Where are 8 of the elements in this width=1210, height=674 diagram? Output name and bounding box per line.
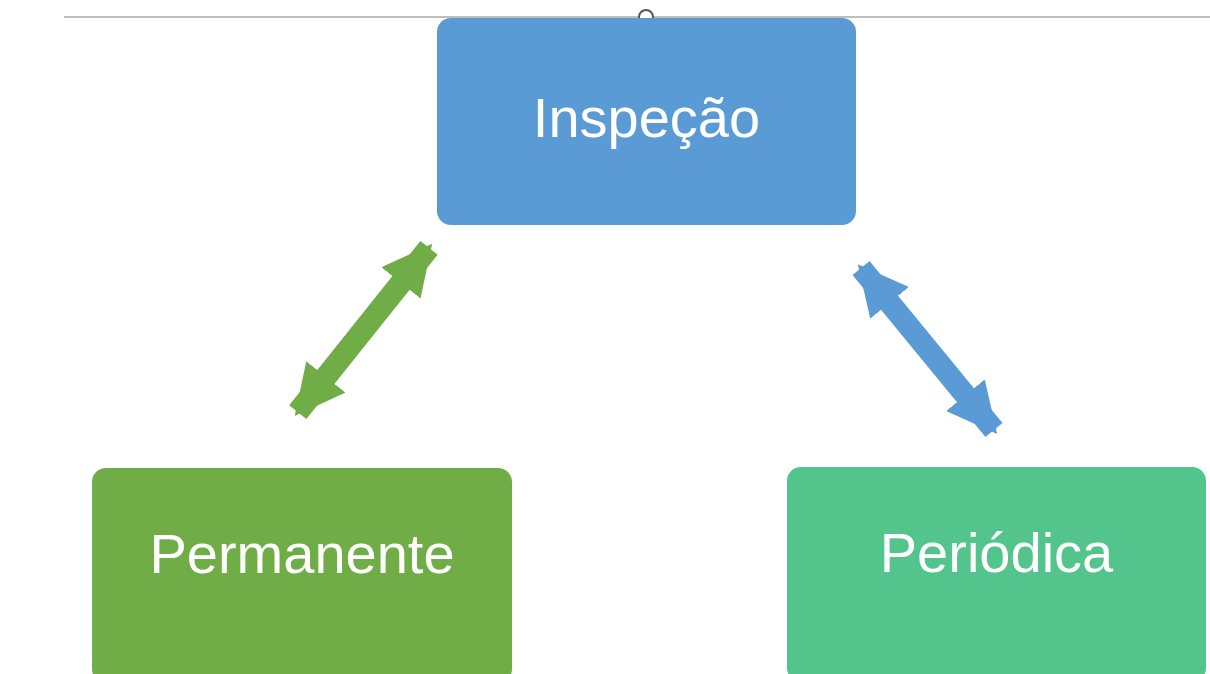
box-label: Permanente <box>149 521 455 586</box>
double-arrow <box>289 240 438 419</box>
process-box <box>92 468 512 674</box>
process-box <box>437 18 856 225</box>
box-label: Inspeção <box>532 85 761 150</box>
box-label: Periódica <box>879 520 1114 585</box>
double-arrow <box>852 261 1003 437</box>
process-box <box>787 467 1206 674</box>
